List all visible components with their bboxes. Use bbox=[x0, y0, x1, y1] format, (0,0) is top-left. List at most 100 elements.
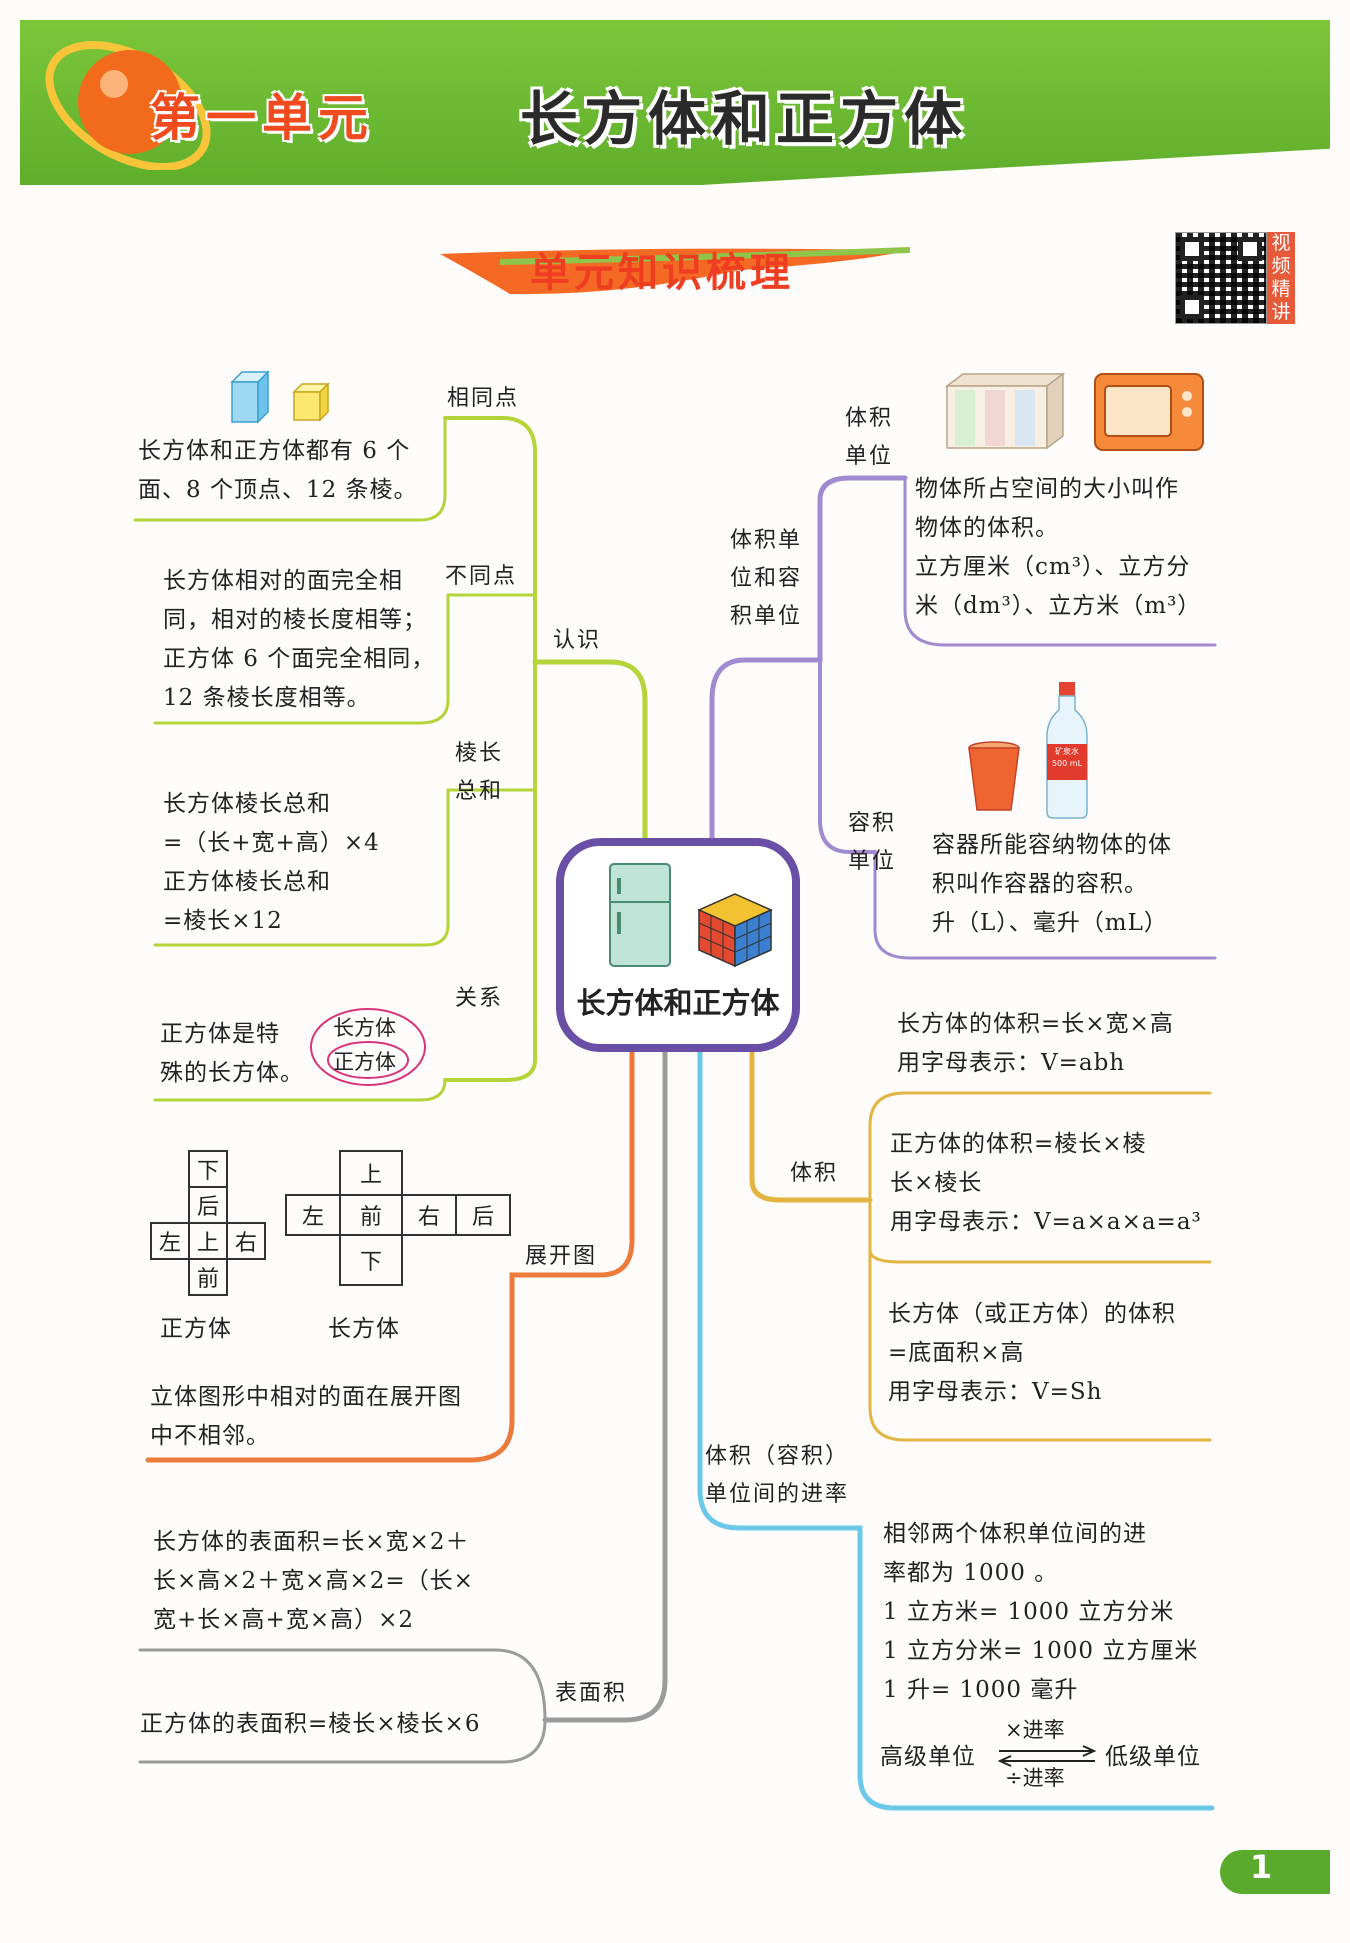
text-line: 物体的体积。 bbox=[915, 515, 1059, 541]
qr-side-char: 精 bbox=[1271, 278, 1291, 300]
qr-side-label: 视 频 精 讲 bbox=[1267, 232, 1295, 324]
text-line: 物体所占空间的大小叫作 bbox=[915, 476, 1179, 502]
net-face: 下 bbox=[188, 1150, 228, 1188]
cube-net-caption: 正方体 bbox=[160, 1316, 232, 1342]
text-line: 正方体棱长总和 bbox=[163, 869, 331, 895]
text-line: 立体图形中相对的面在展开图 bbox=[150, 1384, 462, 1410]
net-face: 后 bbox=[455, 1194, 511, 1236]
label-line: 单位 bbox=[848, 849, 897, 874]
label-line: 总和 bbox=[455, 779, 504, 804]
text-surface-cube: 正方体的表面积=棱长×棱长×6 bbox=[140, 1711, 481, 1737]
relation-ellipses bbox=[310, 1008, 426, 1086]
text-volume-general: 长方体（或正方体）的体积 =底面积×高 用字母表示：V=Sh bbox=[888, 1295, 1176, 1412]
text-volume-cuboid: 长方体的体积=长×宽×高 用字母表示：V=abh bbox=[897, 1005, 1174, 1083]
cuboid-cube-icon bbox=[230, 370, 330, 424]
text-line: 长方体的表面积=长×宽×2＋ bbox=[153, 1529, 470, 1555]
text-line: 积叫作容器的容积。 bbox=[932, 871, 1148, 897]
label-line: 棱长 bbox=[455, 741, 504, 766]
text-same: 长方体和正方体都有 6 个 面、8 个顶点、12 条棱。 bbox=[138, 432, 418, 510]
qr-code[interactable] bbox=[1175, 232, 1267, 324]
text-relation: 正方体是特 殊的长方体。 bbox=[160, 1015, 304, 1093]
text-capacity-unit: 容器所能容纳物体的体 积叫作容器的容积。 升（L）、毫升（mL） bbox=[932, 826, 1172, 943]
label-volume: 体积 bbox=[790, 1161, 839, 1186]
text-line: 殊的长方体。 bbox=[160, 1060, 304, 1086]
cuboid-net-caption: 长方体 bbox=[328, 1316, 400, 1342]
text-line: 率都为 1000 。 bbox=[883, 1560, 1059, 1586]
label-unfold: 展开图 bbox=[525, 1244, 598, 1269]
text-line: 容器所能容纳物体的体 bbox=[932, 832, 1172, 858]
text-diff: 长方体相对的面完全相 同，相对的棱长度相等； 正方体 6 个面完全相同， 12 … bbox=[163, 562, 435, 718]
cube-net: 下 后 左上右 前 bbox=[150, 1150, 266, 1296]
label-line: 容积 bbox=[848, 811, 897, 836]
text-line: 用字母表示：V=a×a×a=a³ bbox=[890, 1209, 1202, 1235]
text-line: 立方厘米（cm³）、立方分 bbox=[915, 554, 1191, 580]
text-line: 长×高×2＋宽×高×2=（长× bbox=[153, 1568, 474, 1594]
text-line: 正方体是特 bbox=[160, 1021, 280, 1047]
branch-label-recognize: 认识 bbox=[553, 628, 602, 653]
text-line: 宽+长×高+宽×高）×2 bbox=[153, 1607, 414, 1633]
text-volume-unit: 物体所占空间的大小叫作 物体的体积。 立方厘米（cm³）、立方分 米（dm³）、… bbox=[915, 470, 1201, 626]
text-line: 米（dm³）、立方米（m³） bbox=[915, 593, 1202, 619]
net-face: 前 bbox=[339, 1194, 403, 1236]
text-line: =底面积×高 bbox=[888, 1340, 1025, 1366]
label-edge: 棱长 总和 bbox=[455, 735, 503, 811]
section-title: 单元知识梳理 bbox=[530, 250, 794, 296]
text-line: 中不相邻。 bbox=[150, 1423, 270, 1449]
rate-divide: ÷进率 bbox=[1005, 1766, 1065, 1790]
text-line: 长方体（或正方体）的体积 bbox=[888, 1301, 1176, 1327]
text-surface-cuboid: 长方体的表面积=长×宽×2＋ 长×高×2＋宽×高×2=（长× 宽+长×高+宽×高… bbox=[153, 1523, 474, 1640]
text-line: 相邻两个体积单位间的进 bbox=[883, 1521, 1147, 1547]
microwave-icon bbox=[1094, 373, 1204, 451]
text-line: =棱长×12 bbox=[163, 908, 283, 934]
brush-stroke-icon bbox=[440, 247, 911, 295]
label-surface: 表面积 bbox=[555, 1681, 628, 1706]
label-line: 体积（容积） bbox=[705, 1444, 850, 1469]
text-line: 同，相对的棱长度相等； bbox=[163, 607, 427, 633]
label-line: 体积 bbox=[845, 406, 894, 431]
text-line: 用字母表示：V=abh bbox=[897, 1050, 1126, 1076]
rate-low-unit: 低级单位 bbox=[1105, 1744, 1201, 1770]
qr-side-char: 频 bbox=[1271, 255, 1291, 277]
qr-side-char: 讲 bbox=[1271, 301, 1291, 323]
relation-outer: 长方体 bbox=[333, 1016, 396, 1040]
label-line: 单位间的进率 bbox=[705, 1482, 850, 1507]
net-face: 下 bbox=[339, 1234, 403, 1286]
cuboid-net: 上 左前右后 下 bbox=[285, 1150, 511, 1286]
text-line: 面、8 个顶点、12 条棱。 bbox=[138, 477, 418, 503]
net-face: 左 bbox=[150, 1222, 190, 1260]
label-line: 体积单 bbox=[730, 528, 803, 553]
net-face: 右 bbox=[226, 1222, 266, 1260]
label-diff: 不同点 bbox=[445, 564, 518, 589]
text-line: 1 升= 1000 毫升 bbox=[883, 1677, 1079, 1703]
text-volume-cube: 正方体的体积=棱长×棱 长×棱长 用字母表示：V=a×a×a=a³ bbox=[890, 1125, 1202, 1242]
label-line: 单位 bbox=[845, 444, 894, 469]
planet-logo-icon bbox=[45, 40, 211, 170]
qr-side-char: 视 bbox=[1271, 232, 1291, 254]
label-same: 相同点 bbox=[447, 386, 520, 411]
text-line: 长×棱长 bbox=[890, 1170, 983, 1196]
net-face: 上 bbox=[339, 1150, 403, 1196]
text-line: 长方体的体积=长×宽×高 bbox=[897, 1011, 1174, 1037]
text-rate: 相邻两个体积单位间的进 率都为 1000 。 1 立方米= 1000 立方分米 … bbox=[883, 1515, 1198, 1710]
text-line: 正方体 6 个面完全相同， bbox=[163, 646, 436, 672]
bottle-label-line: 500 mL bbox=[1051, 759, 1083, 768]
relation-inner: 正方体 bbox=[333, 1050, 396, 1074]
text-line: 正方体的体积=棱长×棱 bbox=[890, 1131, 1147, 1157]
net-face: 上 bbox=[188, 1222, 228, 1260]
unit-title: 长方体和正方体 bbox=[520, 85, 969, 153]
text-line: 用字母表示：V=Sh bbox=[888, 1379, 1103, 1405]
label-relation: 关系 bbox=[455, 986, 504, 1011]
page-number: 1 bbox=[1250, 1848, 1273, 1886]
water-bottle-icon bbox=[1046, 682, 1088, 819]
unit-label: 第一单元 bbox=[150, 89, 374, 147]
rubiks-cube-icon bbox=[697, 893, 773, 968]
text-line: 长方体相对的面完全相 bbox=[163, 568, 403, 594]
text-edge: 长方体棱长总和 =（长+宽+高）×4 正方体棱长总和 =棱长×12 bbox=[163, 785, 380, 941]
text-line: =（长+宽+高）×4 bbox=[163, 830, 380, 856]
text-line: 长方体和正方体都有 6 个 bbox=[138, 438, 411, 464]
label-units: 体积单 位和容 积单位 bbox=[730, 522, 802, 636]
refrigerator-icon bbox=[609, 863, 671, 967]
page-tab bbox=[1220, 1850, 1330, 1894]
text-unfold: 立体图形中相对的面在展开图 中不相邻。 bbox=[150, 1378, 462, 1456]
